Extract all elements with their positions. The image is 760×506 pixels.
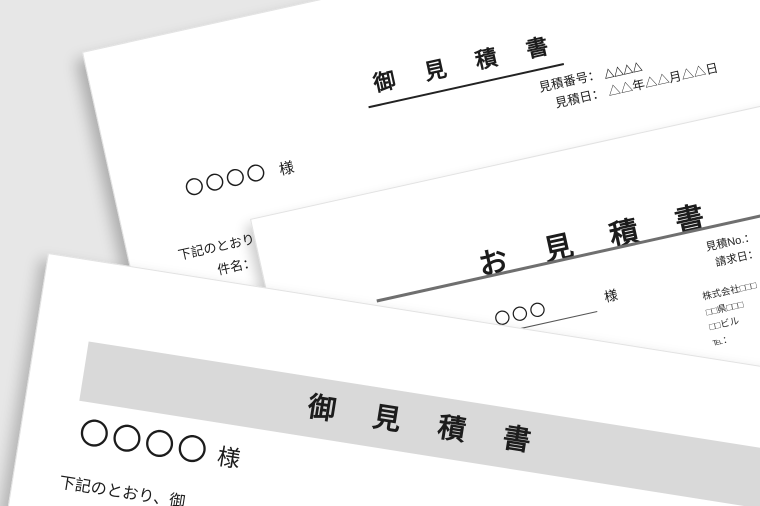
bottom-body-line: 下記のとおり、御 <box>57 474 187 506</box>
bottom-honorific: 様 <box>215 443 243 473</box>
middle-meta-block: 見積No.： 請求日： <box>697 229 760 275</box>
bottom-recipient: 〇〇〇〇 <box>76 416 213 470</box>
bottom-title: 御 見 積 書 <box>305 390 548 459</box>
top-subject-label: 件名： <box>215 254 258 278</box>
middle-company-block: 株式会社□□□ □□県□□□ □□ビル ℡： <box>701 278 760 350</box>
top-recipient-line: 〇〇〇〇様 <box>182 151 296 201</box>
middle-honorific: 様 <box>602 287 620 305</box>
top-recipient: 〇〇〇〇 <box>183 161 270 201</box>
top-honorific: 様 <box>277 159 296 179</box>
